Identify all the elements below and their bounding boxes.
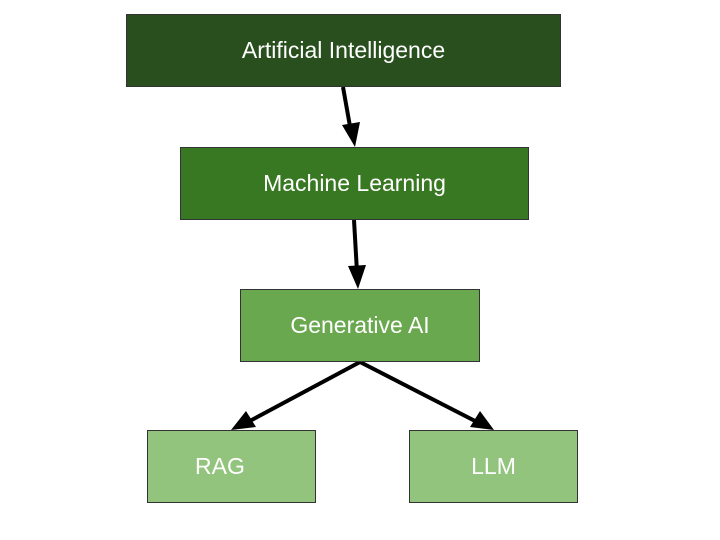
edge-genai-to-llm-arrowhead xyxy=(470,411,494,430)
node-artificial-intelligence: Artificial Intelligence xyxy=(126,14,561,87)
node-generative-ai-label: Generative AI xyxy=(290,312,430,338)
node-generative-ai: Generative AI xyxy=(240,289,480,362)
edge-ml-to-genai xyxy=(352,219,359,273)
edge-genai-to-llm xyxy=(359,360,478,424)
node-machine-learning-label: Machine Learning xyxy=(263,170,446,196)
node-rag-label: RAG xyxy=(195,453,245,479)
edge-genai-to-rag xyxy=(247,360,361,424)
edge-genai-to-rag-arrowhead xyxy=(231,411,256,430)
node-machine-learning: Machine Learning xyxy=(180,147,529,220)
edge-ai-to-ml-arrowhead xyxy=(342,122,360,147)
node-rag: RAG xyxy=(147,430,316,503)
edge-ml-to-genai-arrowhead xyxy=(348,265,366,289)
node-llm: LLM xyxy=(409,430,578,503)
node-llm-label: LLM xyxy=(471,453,516,479)
node-artificial-intelligence-label: Artificial Intelligence xyxy=(241,37,446,63)
